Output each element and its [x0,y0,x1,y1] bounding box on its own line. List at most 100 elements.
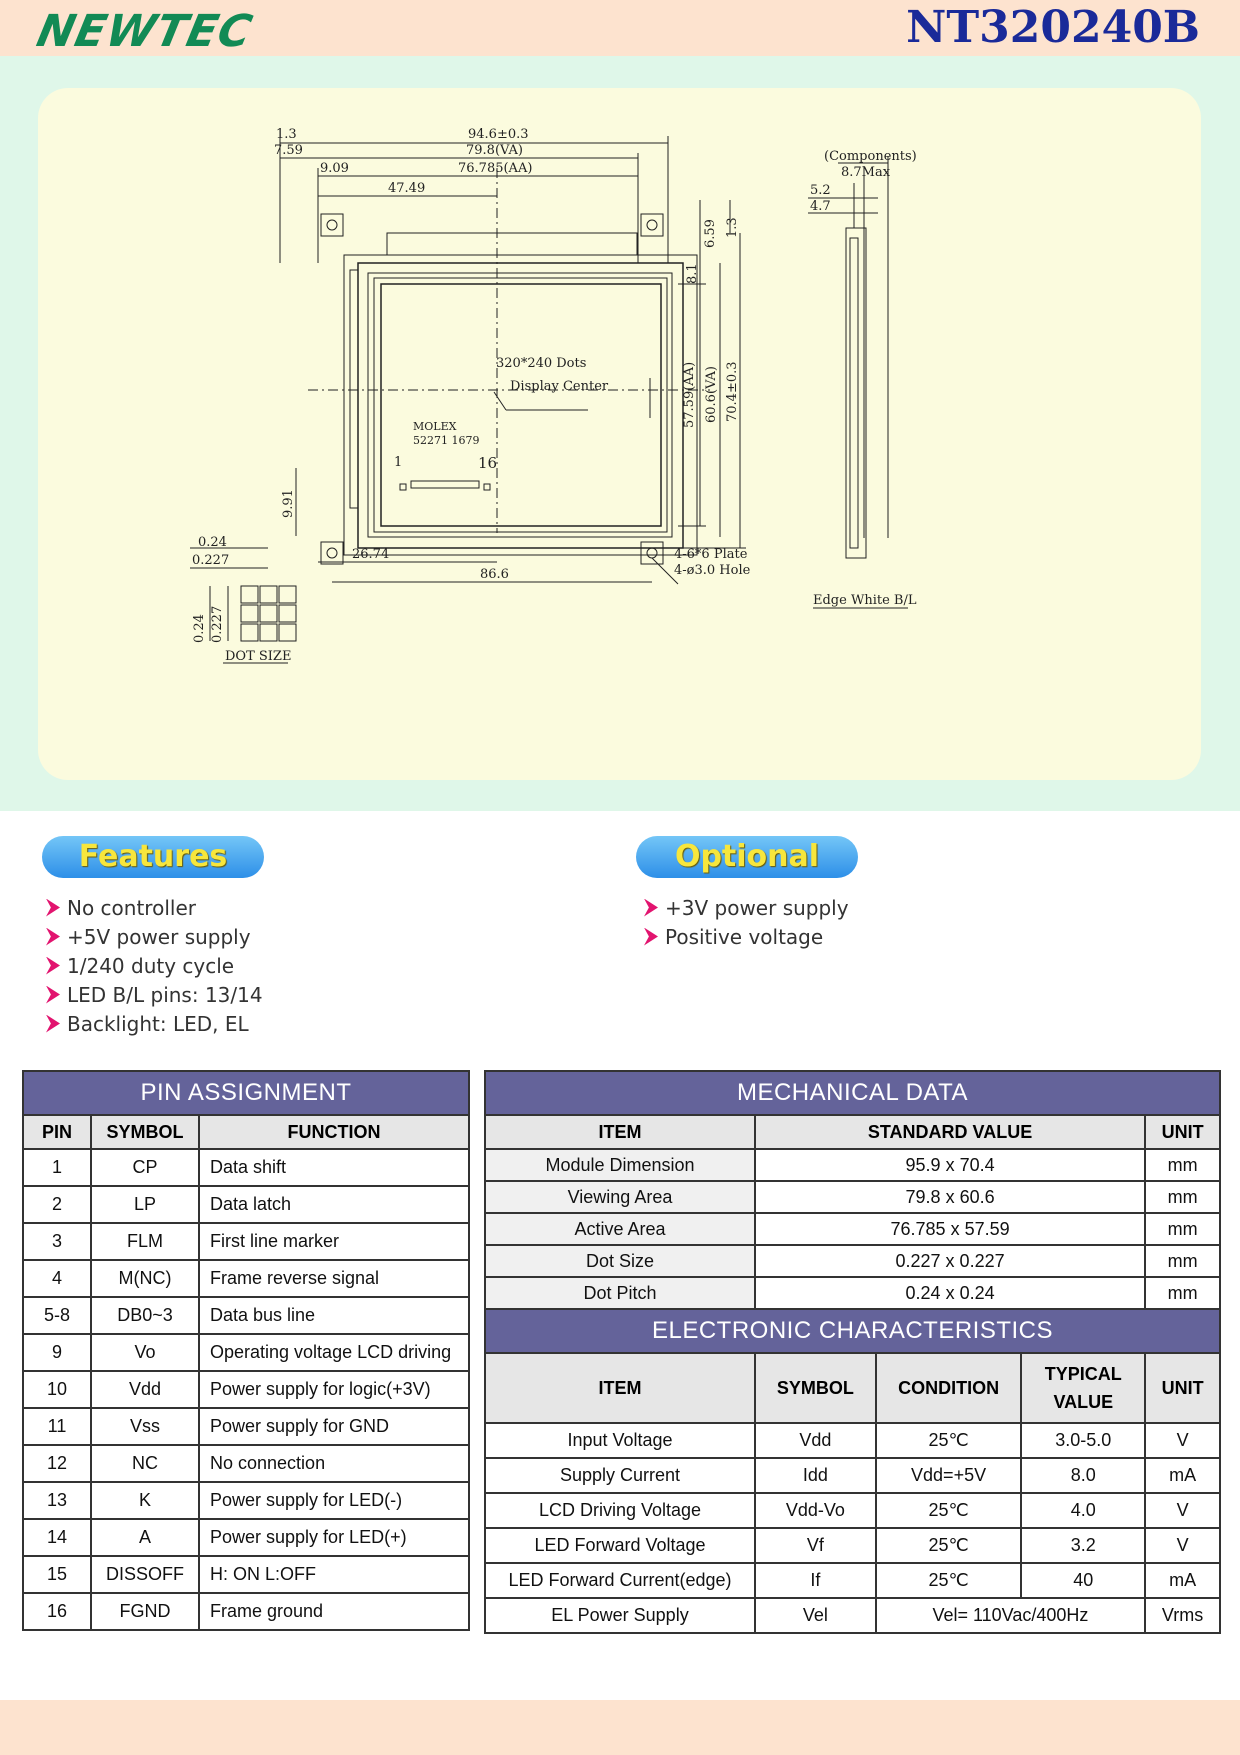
table-cell: 5-8 [22,1296,92,1335]
mount-hole-bl [326,547,338,559]
molex-part: 52271 1679 [413,434,479,447]
mechanical-drawing: 1.3 7.59 94.6±0.3 79.8(VA) 9.09 76.785(A… [190,127,917,664]
dim-70-4: 70.4±0.3 [725,361,740,422]
connector [410,480,480,489]
feature-item: No controller [46,893,263,922]
table-cell: Data latch [198,1185,470,1224]
table-cell: Frame ground [198,1592,470,1631]
table-cell: 79.8 x 60.6 [753,1180,1147,1214]
table-cell: LP [90,1185,200,1224]
table-cell: NC [90,1444,200,1483]
table-cell: Vrms [1144,1597,1221,1634]
feature-item: 1/240 duty cycle [46,951,263,980]
table-cell: 25℃ [874,1562,1023,1599]
table-cell: V [1144,1527,1221,1564]
table-cell: Dot Size [484,1244,756,1278]
col-header: UNIT [1144,1114,1221,1150]
side-dim-4-7: 4.7 [810,199,831,214]
edge-bl-label: Edge White B/L [813,593,917,608]
table-cell: EL Power Supply [484,1597,756,1634]
table-cell: Module Dimension [484,1148,756,1182]
table-cell: FLM [90,1222,200,1261]
mount-plate-tl [320,213,344,237]
table-cell: A [90,1518,200,1557]
features-list: No controller +5V power supply 1/240 dut… [46,893,263,1038]
table-cell: 95.9 x 70.4 [753,1148,1147,1182]
table-cell: 0.227 x 0.227 [753,1244,1147,1278]
table-cell: CP [90,1148,200,1187]
table-cell: mA [1144,1457,1221,1494]
table-cell: mm [1144,1180,1221,1214]
table-cell: If [753,1562,877,1599]
dim-0-227-v: 0.227 [210,606,225,643]
drawing-panel: 1.3 7.59 94.6±0.3 79.8(VA) 9.09 76.785(A… [38,88,1201,780]
bullet-arrow-icon [46,985,60,1005]
dim-8-1: 8.1 [685,263,700,284]
table-cell: Vdd=+5V [874,1457,1023,1494]
table-cell: Operating voltage LCD driving [198,1333,470,1372]
table-cell: 3 [22,1222,92,1261]
table-cell: 16 [22,1592,92,1631]
dim-6-59: 6.59 [703,219,718,248]
dot-size-detail [190,547,297,664]
dim-47-49: 47.49 [388,181,425,196]
side-view [808,156,908,609]
company-logo: NEWTEC [32,6,258,57]
col-header: FUNCTION [198,1114,470,1150]
dim-0-24-v: 0.24 [192,614,207,643]
table-cell: V [1144,1492,1221,1529]
table-cell: 11 [22,1407,92,1446]
col-header: ITEM [484,1352,756,1424]
table-cell: mm [1144,1276,1221,1310]
table-cell: 15 [22,1555,92,1594]
mechanical-table-title: MECHANICAL DATA [484,1070,1221,1116]
table-cell: Input Voltage [484,1422,756,1459]
dim-26-74: 26.74 [352,547,389,562]
plate-leader [651,557,679,585]
table-cell: Vel= 110Vac/400Hz [874,1597,1147,1634]
table-cell: 25℃ [874,1527,1023,1564]
bullet-arrow-icon [46,956,60,976]
table-cell: 1 [22,1148,92,1187]
mechanical-electronic-table: MECHANICAL DATA ITEM STANDARD VALUE UNIT… [484,1070,1221,1634]
table-cell: Frame reverse signal [198,1259,470,1298]
table-cell: Vdd [90,1370,200,1409]
table-cell: Vo [90,1333,200,1372]
table-cell: Vss [90,1407,200,1446]
footer-bar [0,1700,1240,1755]
col-header: STANDARD VALUE [753,1114,1147,1150]
dot-size-label: DOT SIZE [225,649,291,664]
dim-1-3: 1.3 [276,127,297,142]
dim-7-59: 7.59 [274,143,303,158]
module-left-edge [349,269,359,509]
table-cell: K [90,1481,200,1520]
mount-hole-tr [646,219,658,231]
plate-label: 4-6*6 Plate [674,547,748,562]
dim-76-785: 76.785(AA) [458,161,532,176]
display-center-label: Display Center [510,379,609,394]
table-cell: Power supply for LED(-) [198,1481,470,1520]
table-cell: Vdd-Vo [753,1492,877,1529]
table-cell: Idd [753,1457,877,1494]
dim-9-09: 9.09 [320,161,349,176]
dim-94-6: 94.6±0.3 [468,127,529,142]
bullet-arrow-icon [644,927,658,947]
table-cell: Vdd [753,1422,877,1459]
table-cell: Vel [753,1597,877,1634]
table-cell: Data shift [198,1148,470,1187]
model-number: NT320240B [906,2,1200,53]
optional-list: +3V power supply Positive voltage [644,893,849,951]
mount-plate-br [640,541,664,565]
table-cell: LCD Driving Voltage [484,1492,756,1529]
table-cell: 4.0 [1020,1492,1147,1529]
dim-9-91: 9.91 [281,489,296,518]
table-cell: 14 [22,1518,92,1557]
